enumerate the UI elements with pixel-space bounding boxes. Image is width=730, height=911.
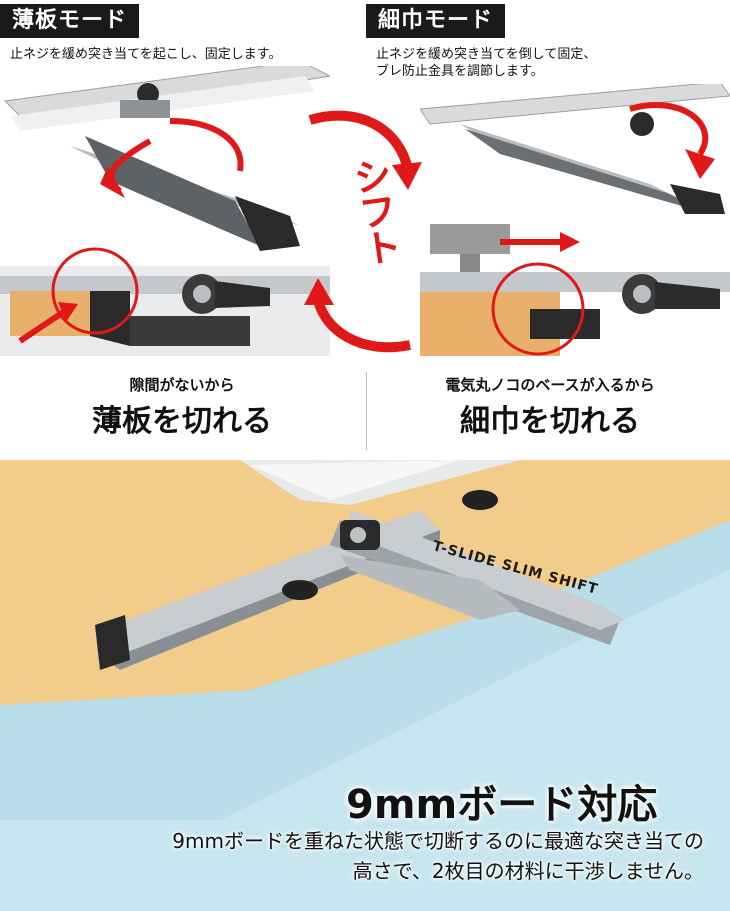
thin-caption-big: 薄板を切れる xyxy=(92,404,272,439)
narrow-mode-description-1: 止ネジを緩め突き当てを倒して固定、 xyxy=(376,47,597,62)
magnify-circle-icon xyxy=(51,247,139,335)
blue-board xyxy=(0,520,730,820)
narrow-mode-description-2: ブレ防止金具を調節します。 xyxy=(376,64,544,79)
straight-arrow-icon xyxy=(18,308,67,344)
mode-label-narrow: 細巾モード xyxy=(366,4,506,38)
bottom-title: 9mmボード対応 xyxy=(346,782,658,828)
thin-mode-description: 止ネジを緩め突き当てを起こし、固定します。 xyxy=(10,47,282,62)
bottom-desc-line1: 9mmボードを重ねた状態で切断するのに最適な突き当ての xyxy=(172,829,704,853)
thin-caption-small: 隙間がないから xyxy=(129,376,235,394)
curved-arrow-icon-right xyxy=(629,102,709,156)
narrow-caption-big: 細巾を切れる xyxy=(460,404,640,439)
shift-arrow-down-icon xyxy=(308,110,413,172)
bottom-desc-line2: 高さで、2枚目の材料に干渉しません。 xyxy=(352,859,704,883)
lock-knob-icon xyxy=(137,83,159,105)
narrow-mode-illustration xyxy=(420,84,730,356)
rail-end-cap xyxy=(95,615,130,670)
caption-divider xyxy=(366,372,367,450)
bottom-description: 9mmボードを重ねた状態で切断するのに最適な突き当ての 高さで、2枚目の材料に干… xyxy=(40,826,704,886)
mode-label-thin: 薄板モード xyxy=(0,4,140,38)
fence-bar xyxy=(85,136,260,246)
fence-end-cap xyxy=(235,196,300,251)
thin-mode-illustration xyxy=(0,66,330,356)
shift-arrows xyxy=(304,110,422,353)
narrow-caption-small: 電気丸ノコのベースが入るから xyxy=(445,376,655,394)
shift-arrow-up-icon xyxy=(313,298,411,353)
magnify-circle-icon-right xyxy=(491,262,585,356)
lock-knob-icon-bottom xyxy=(282,580,318,600)
lock-knob-icon-top xyxy=(462,490,498,510)
product-photo xyxy=(0,460,730,911)
